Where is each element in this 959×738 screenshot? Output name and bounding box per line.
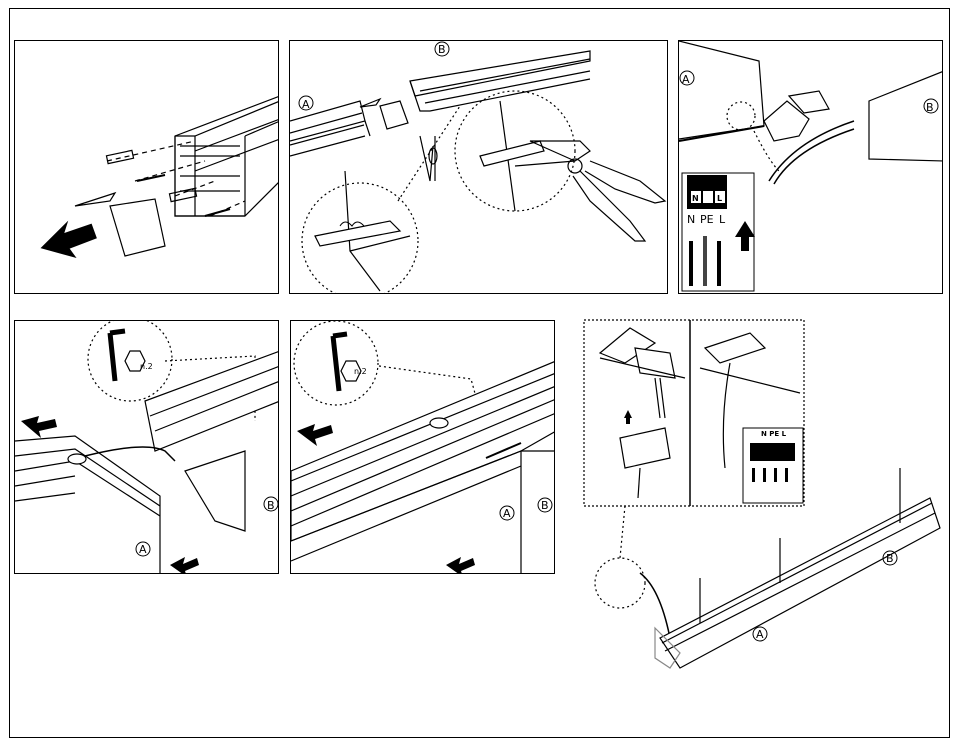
small-up-arrow-icon [624,410,632,424]
mark-a-label-3: A [139,543,147,556]
terminal-l: L [717,194,722,203]
step-1-panel [14,40,279,294]
step-4-panel: n.2 A B [14,320,279,574]
step-6-panel: N PE L A B [580,318,945,678]
mark-b-label-4: B [541,499,549,512]
mark-a-label-2: A [682,73,690,86]
push-arrow-left-icon-2 [297,424,333,446]
push-arrow-left-icon [21,416,57,438]
step-3-illustration: N L N PE L A B [679,41,942,292]
mark-b-label-5: B [886,552,894,565]
mark-a-label-5: A [756,628,764,641]
step-5-illustration: n.2 A B [291,321,554,573]
push-arrow-right-icon [170,557,199,573]
wire-label-n: N [687,213,695,226]
hex-count-2: n.2 [354,367,367,376]
step-4-illustration: n.2 A B [15,321,278,573]
mark-a-label: A [302,98,310,111]
step-2-illustration: B A [290,41,667,293]
push-arrow-right-icon-2 [446,557,475,573]
terminal-n: N [692,194,699,203]
mark-b-circle [434,41,450,57]
step-6-illustration: N PE L A B [583,319,941,669]
up-arrow-icon [735,221,755,251]
wire-label-pe: PE [700,213,714,226]
mark-b-label-3: B [267,499,275,512]
terminal-label-npel: N PE L [761,430,787,438]
mark-b-label-2: B [926,101,934,114]
wire-label-l: L [719,213,726,226]
hex-count: n.2 [140,362,153,371]
mark-a-circle [298,95,314,111]
step-2-panel: B A [289,40,668,294]
mark-a-label-4: A [503,507,511,520]
mark-b-label: B [438,43,446,56]
step-5-panel: n.2 A B [290,320,555,574]
insert-arrow-icon [40,220,97,259]
step-3-panel: N L N PE L A B [678,40,943,294]
step-1-illustration [40,96,278,259]
